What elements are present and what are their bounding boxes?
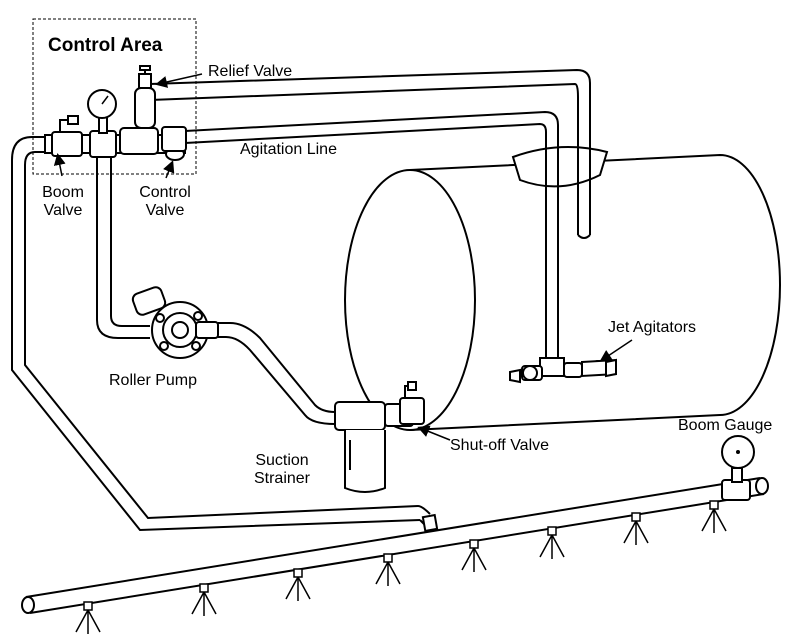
agitation-line-label: Agitation Line (240, 141, 337, 158)
suction-strainer-label-line1: Suction (255, 452, 309, 469)
boom-gauge-label: Boom Gauge (678, 417, 773, 434)
suction-strainer (334, 401, 414, 493)
nozzle-1 (75, 601, 101, 634)
relief-return-line (149, 68, 591, 239)
suction-strainer-label-line2: Strainer (253, 470, 311, 487)
nozzle-2 (191, 583, 217, 616)
boom (21, 467, 769, 614)
roller-pump-label: Roller Pump (109, 372, 198, 389)
boom-valve-label-line1: Boom (42, 184, 84, 201)
control-area-box (32, 18, 197, 175)
boom-gauge (721, 435, 755, 469)
arrow-jet-agitators (599, 339, 633, 362)
nozzle-7 (623, 512, 649, 545)
control-valve-label-line2: Valve (145, 202, 185, 219)
pump-discharge-line (96, 157, 150, 339)
shutoff-valve (399, 381, 425, 425)
control-area-label: Control Area (48, 35, 163, 56)
nozzle-4 (375, 553, 401, 586)
roller-pump (131, 286, 219, 359)
suction-strainer-label: Suction Strainer (244, 452, 320, 488)
tank (344, 146, 781, 431)
control-valve-label: Control Valve (128, 184, 202, 220)
jet-agitators-label: Jet Agitators (608, 319, 697, 336)
callout-arrows (53, 73, 633, 441)
shutoff-valve-label: Shut-off Valve (450, 437, 550, 454)
spray-nozzles (75, 500, 727, 634)
arrow-relief-valve (155, 73, 203, 88)
pressure-gauge (87, 89, 117, 119)
manifold (44, 65, 187, 161)
arrow-shutoff-valve (417, 425, 451, 441)
agitation-pipe (184, 110, 559, 360)
arrow-control-valve (163, 160, 175, 179)
suction-line (218, 322, 336, 425)
control-valve-label-line1: Control (139, 184, 191, 201)
boom-valve-label-line2: Valve (43, 202, 83, 219)
boom-valve-label: Boom Valve (30, 184, 96, 220)
jet-agitators (509, 357, 617, 384)
arrow-boom-valve (53, 153, 66, 177)
nozzle-5 (461, 539, 487, 572)
nozzle-8 (701, 500, 727, 533)
nozzle-6 (539, 526, 565, 559)
relief-valve-label: Relief Valve (208, 63, 293, 80)
nozzle-3 (285, 568, 311, 601)
